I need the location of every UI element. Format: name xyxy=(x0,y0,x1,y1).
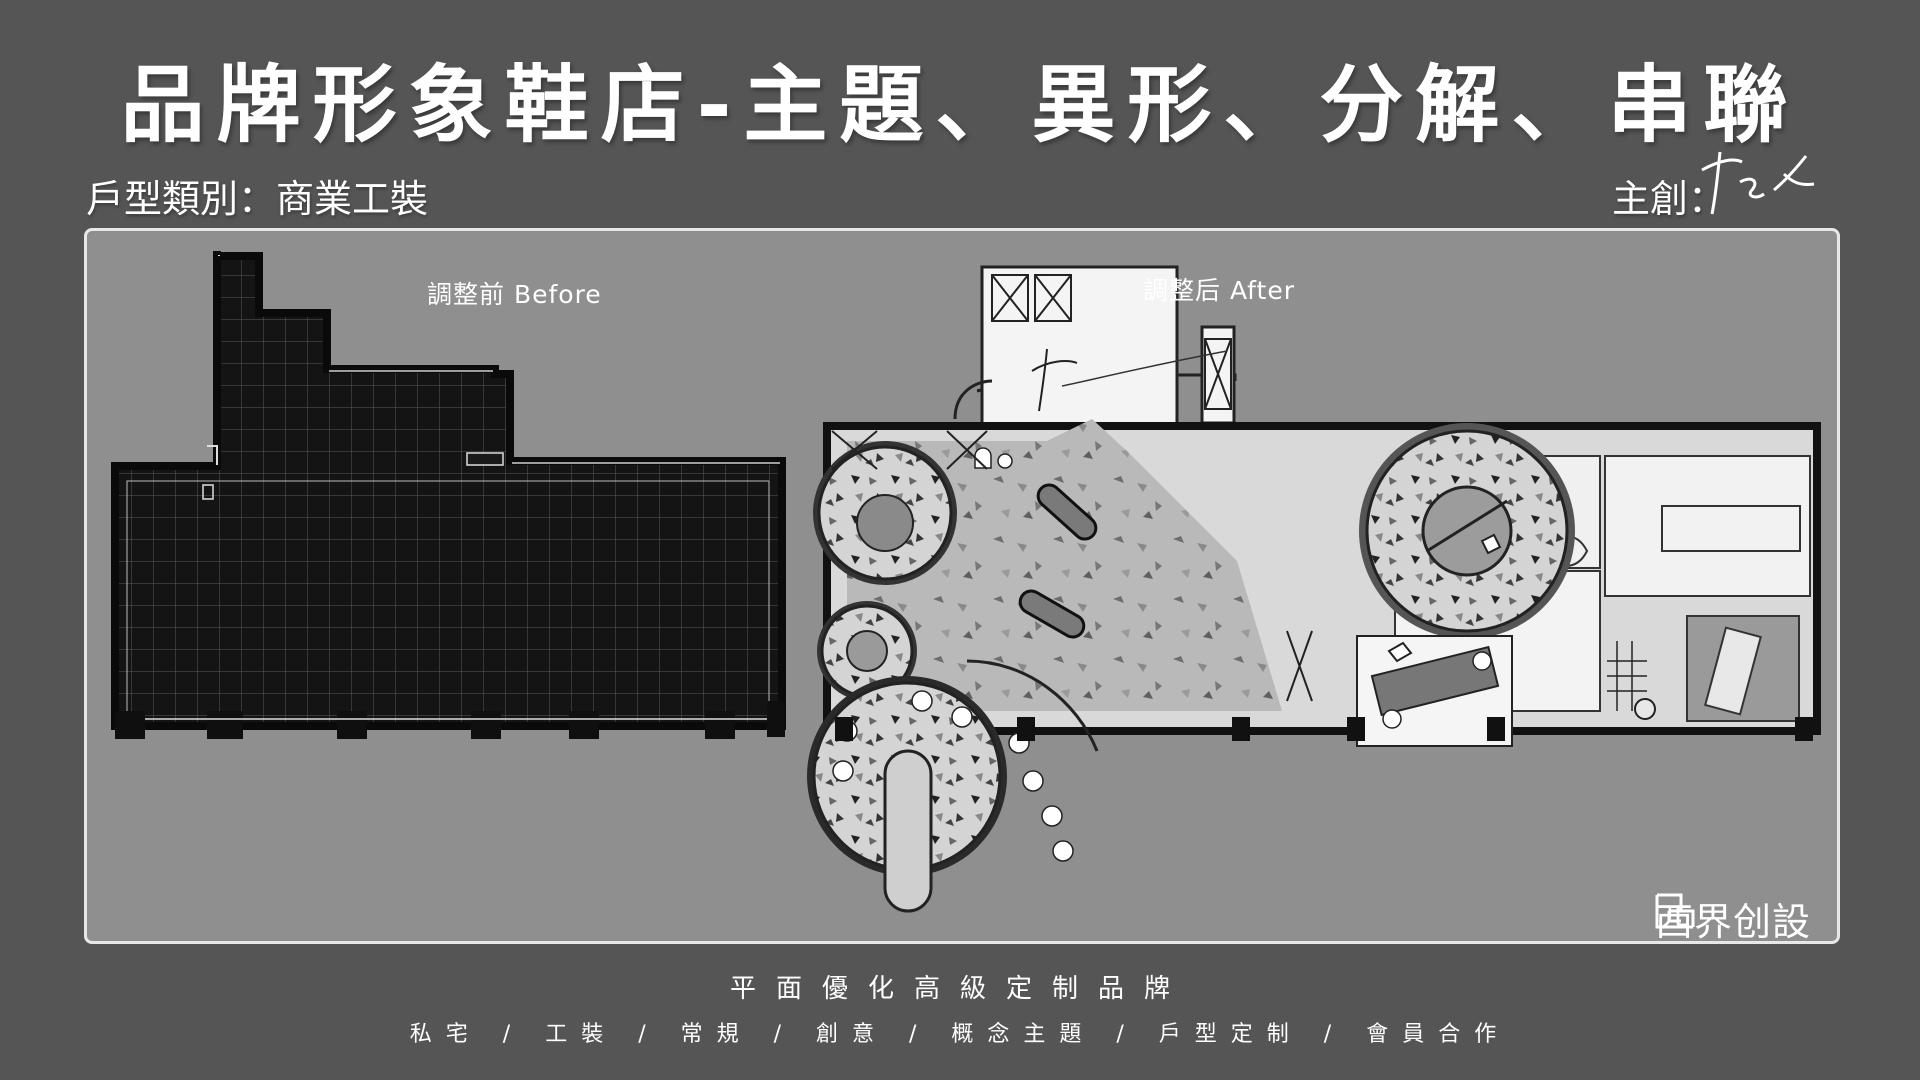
brand-mark-icon xyxy=(1655,893,1695,929)
services-list: 私宅 / 工裝 / 常規 / 創意 / 概念主題 / 戶型定制 / 會員合作 xyxy=(409,1022,1511,1047)
before-plan xyxy=(111,251,786,739)
layout-category: 戶型類別：商業工裝 xyxy=(86,177,429,221)
after-label: 調整后 After xyxy=(1143,276,1295,305)
page-title: 品牌形象鞋店-主題、異形、分解、串聯 xyxy=(120,56,1800,154)
before-label: 調整前 Before xyxy=(427,280,602,309)
creator-label: 主創： xyxy=(1612,177,1727,221)
floor-plans xyxy=(111,251,1821,913)
plan-panel: 調整前 Before 調整后 After 西界创設 xyxy=(84,228,1840,944)
signature-icon xyxy=(1701,151,1815,215)
tagline: 平面優化高級定制品牌 xyxy=(729,974,1190,1004)
after-plan xyxy=(807,265,1821,913)
brand-logo: 西界创設 xyxy=(1655,891,1811,941)
